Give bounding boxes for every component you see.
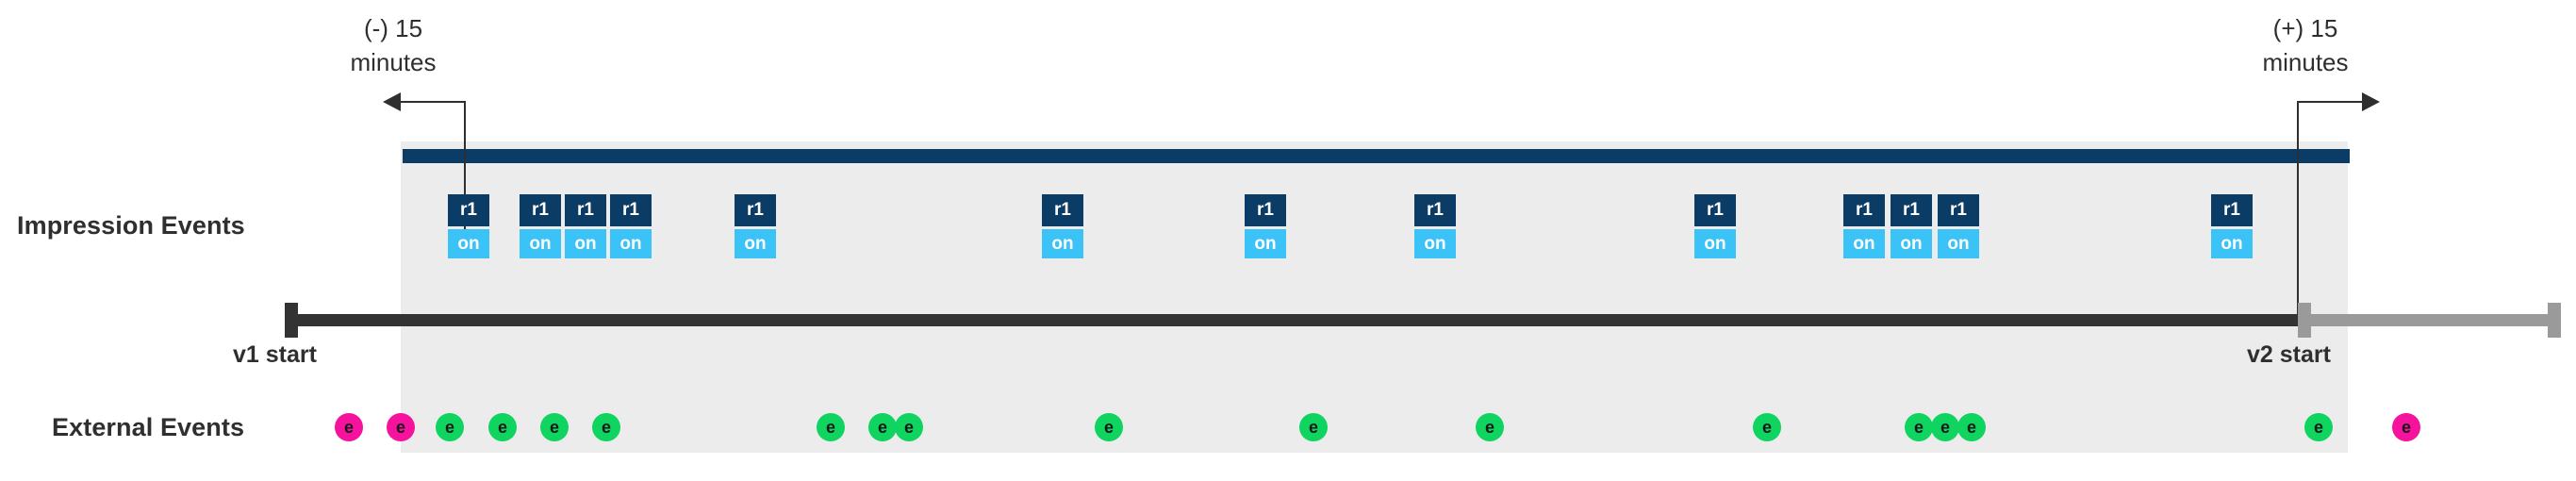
impression-state-badge: on (520, 229, 561, 258)
external-event-dot-inside[interactable]: e (1095, 413, 1123, 441)
impression-event-badge-stack[interactable]: r1 on (565, 194, 606, 258)
v2-start-label: v2 start (2247, 341, 2331, 368)
external-event-dot-inside[interactable]: e (895, 413, 923, 441)
impression-event-badge-stack[interactable]: r1 on (1843, 194, 1885, 258)
annotation-right-vline (2297, 101, 2299, 318)
impression-event-badge-stack[interactable]: r1 on (1891, 194, 1932, 258)
impression-state-badge: on (735, 229, 776, 258)
impression-event-badge-stack[interactable]: r1 on (610, 194, 652, 258)
impression-event-badge-stack[interactable]: r1 on (1938, 194, 1979, 258)
v2-timeline-end-cap (2548, 303, 2561, 338)
impression-state-badge: on (1891, 229, 1932, 258)
annotation-left-hline (400, 101, 466, 103)
external-event-dot-inside[interactable]: e (592, 413, 620, 441)
external-events-row-label: External Events (52, 413, 245, 441)
external-event-dot-inside[interactable]: e (1476, 413, 1504, 441)
external-event-dot-inside[interactable]: e (488, 413, 517, 441)
version-bar (403, 149, 2350, 163)
external-event-dot-inside[interactable]: e (1753, 413, 1781, 441)
impression-rule-badge: r1 (448, 194, 489, 226)
impression-rule-badge: r1 (1414, 194, 1456, 226)
impression-state-badge: on (610, 229, 652, 258)
external-event-dot-inside[interactable]: e (2304, 413, 2333, 441)
external-event-dot-inside[interactable]: e (436, 413, 464, 441)
external-event-dot-inside[interactable]: e (540, 413, 569, 441)
external-event-dot-outside[interactable]: e (335, 413, 363, 441)
annotation-right-line2: minutes (2262, 48, 2349, 76)
v2-timeline-bar (2298, 314, 2561, 326)
impression-event-badge-stack[interactable]: r1 on (448, 194, 489, 258)
external-event-dot-inside[interactable]: e (1957, 413, 1986, 441)
observation-window-band (401, 141, 2348, 453)
annotation-right-hline (2297, 101, 2363, 103)
external-event-dot-outside[interactable]: e (2392, 413, 2420, 441)
impression-rule-badge: r1 (1891, 194, 1932, 226)
impression-rule-badge: r1 (1694, 194, 1736, 226)
impression-state-badge: on (1414, 229, 1456, 258)
impression-state-badge: on (2211, 229, 2253, 258)
annotation-left-vline (464, 101, 466, 233)
annotation-left: (-) 15 minutes (308, 11, 478, 79)
impression-state-badge: on (1042, 229, 1083, 258)
external-event-dot-inside[interactable]: e (1299, 413, 1328, 441)
impression-rule-badge: r1 (520, 194, 561, 226)
external-event-dot-inside[interactable]: e (1905, 413, 1933, 441)
annotation-right: (+) 15 minutes (2221, 11, 2390, 79)
annotation-right-arrowhead (2362, 92, 2380, 111)
impression-event-badge-stack[interactable]: r1 on (1042, 194, 1083, 258)
impression-event-badge-stack[interactable]: r1 on (520, 194, 561, 258)
annotation-left-line2: minutes (350, 48, 437, 76)
impression-rule-badge: r1 (610, 194, 652, 226)
impression-event-badge-stack[interactable]: r1 on (2211, 194, 2253, 258)
impression-event-badge-stack[interactable]: r1 on (735, 194, 776, 258)
annotation-left-line1: (-) 15 (363, 14, 423, 42)
annotation-right-line1: (+) 15 (2272, 14, 2338, 42)
impression-state-badge: on (565, 229, 606, 258)
impression-rule-badge: r1 (1042, 194, 1083, 226)
external-event-dot-inside[interactable]: e (868, 413, 897, 441)
impression-rule-badge: r1 (1245, 194, 1286, 226)
external-event-dot-inside[interactable]: e (817, 413, 845, 441)
impression-event-badge-stack[interactable]: r1 on (1414, 194, 1456, 258)
impression-state-badge: on (1938, 229, 1979, 258)
impression-rule-badge: r1 (1843, 194, 1885, 226)
external-event-dot-inside[interactable]: e (1931, 413, 1959, 441)
impression-event-badge-stack[interactable]: r1 on (1245, 194, 1286, 258)
impression-state-badge: on (1843, 229, 1885, 258)
impression-rule-badge: r1 (735, 194, 776, 226)
impression-state-badge: on (1694, 229, 1736, 258)
external-event-dot-outside[interactable]: e (387, 413, 415, 441)
impression-rule-badge: r1 (565, 194, 606, 226)
impression-state-badge: on (448, 229, 489, 258)
impression-rule-badge: r1 (2211, 194, 2253, 226)
impression-rule-badge: r1 (1938, 194, 1979, 226)
impression-events-row-label: Impression Events (17, 211, 245, 240)
v1-start-label: v1 start (233, 341, 317, 368)
v1-timeline-bar (285, 314, 2298, 326)
annotation-left-arrowhead (383, 92, 401, 111)
impression-state-badge: on (1245, 229, 1286, 258)
impression-event-badge-stack[interactable]: r1 on (1694, 194, 1736, 258)
